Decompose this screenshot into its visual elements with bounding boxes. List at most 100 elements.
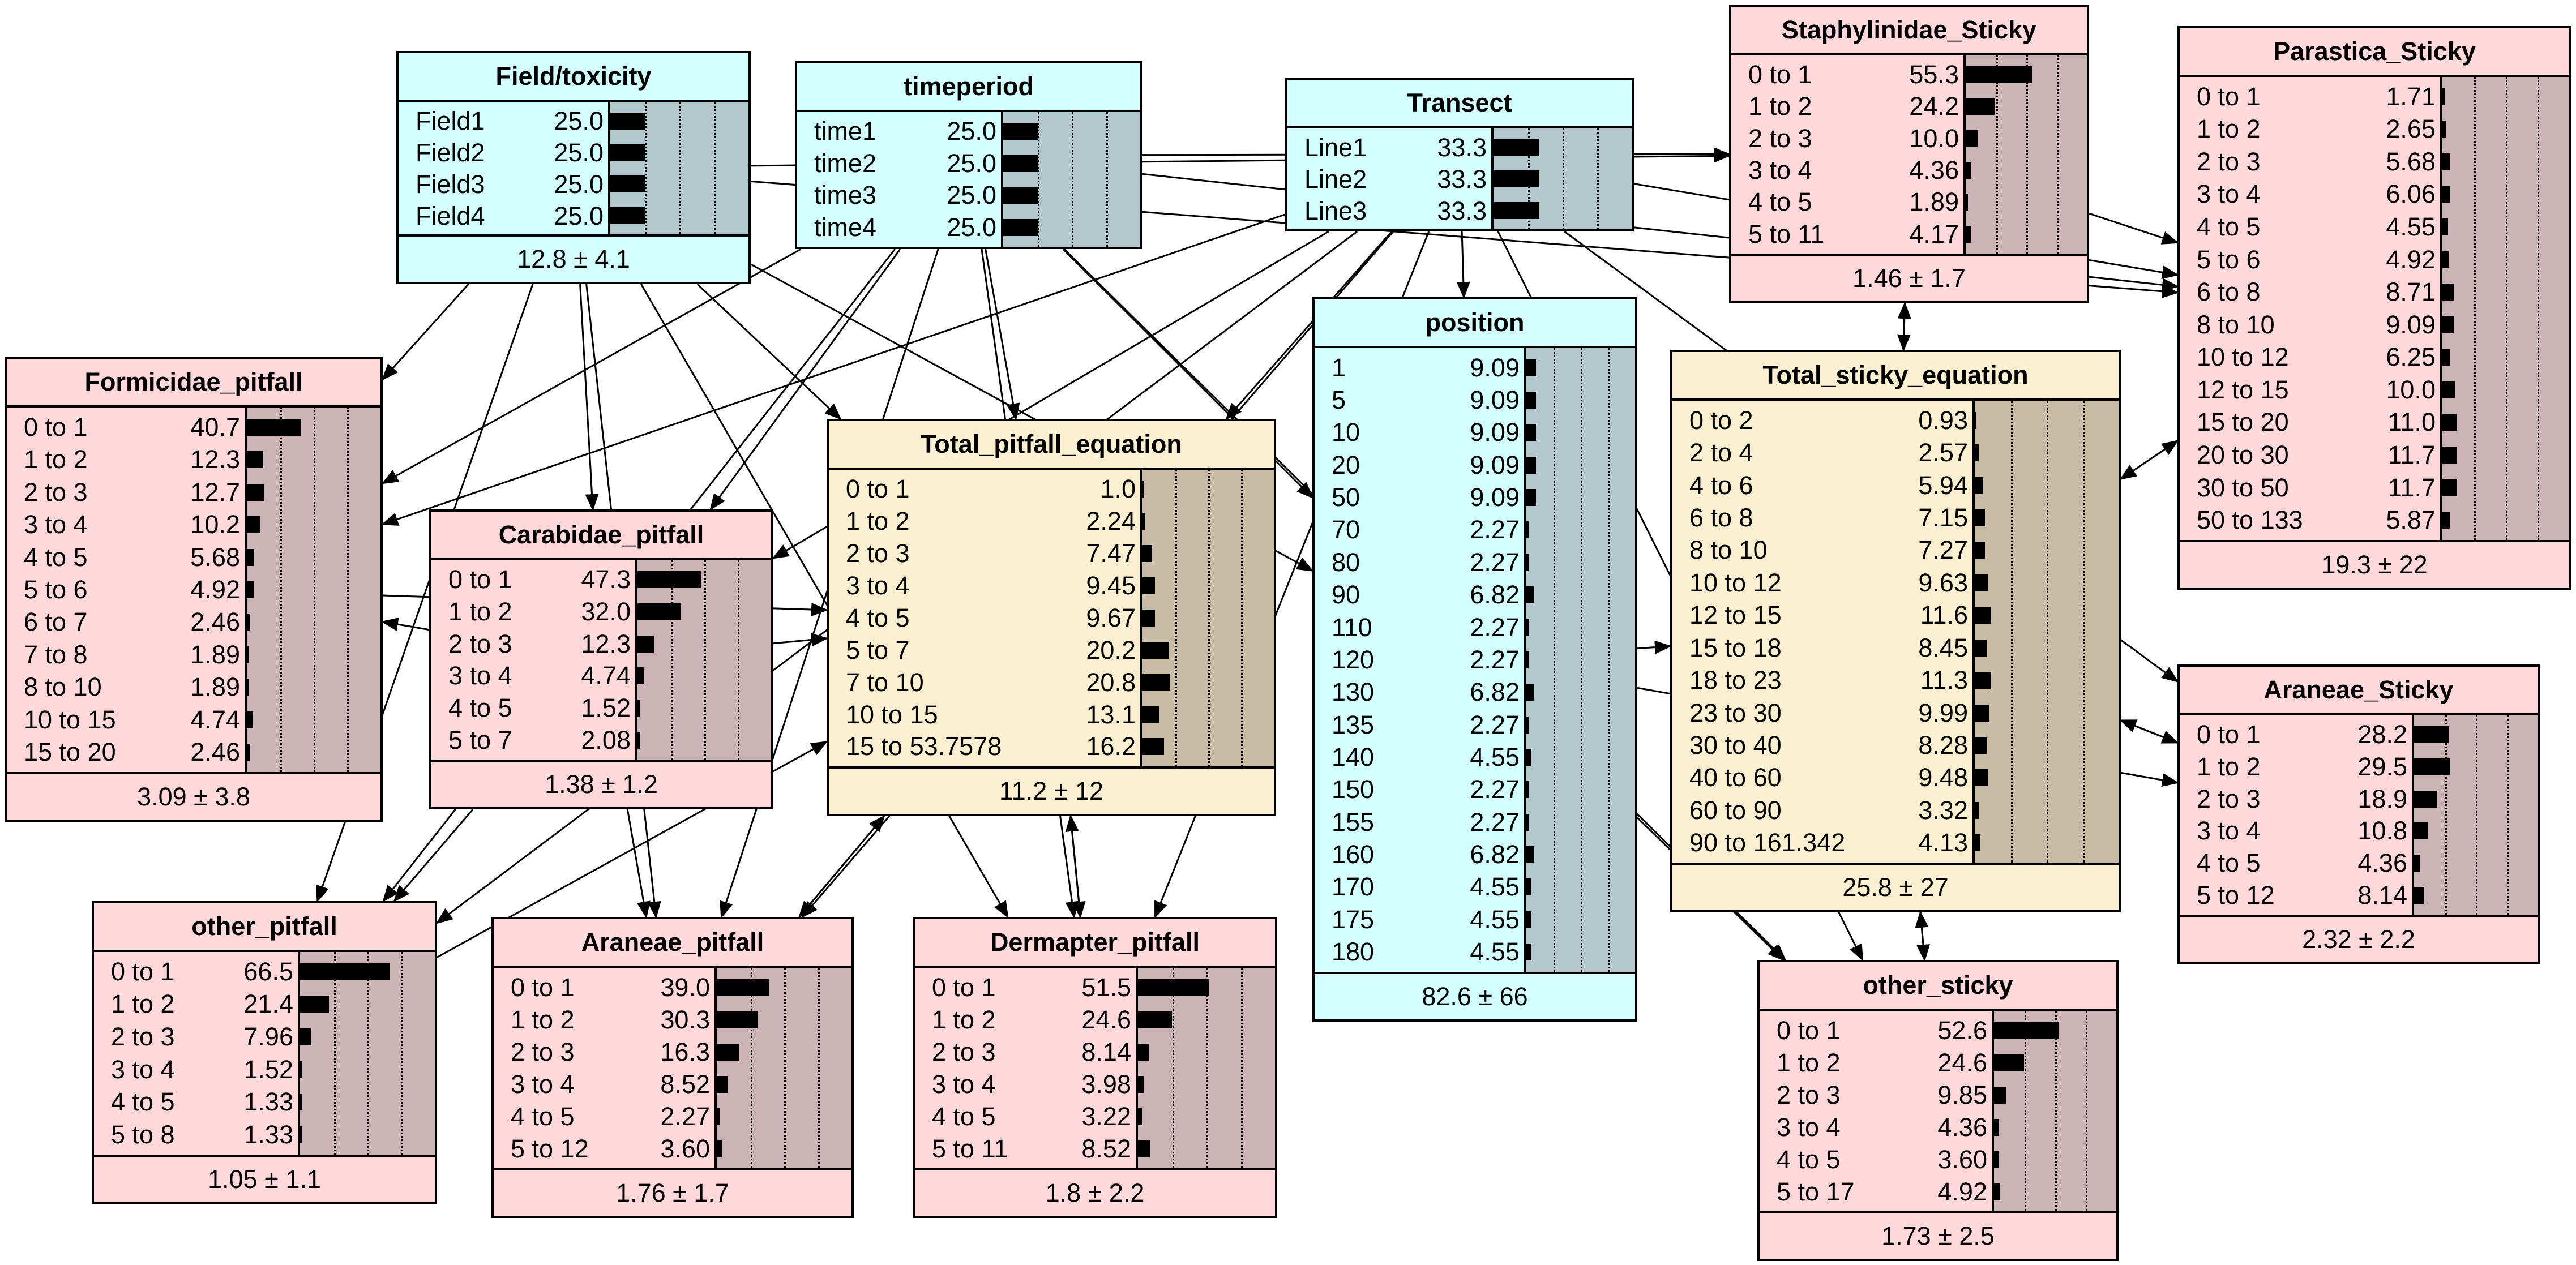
state-row[interactable]: 109.09 <box>1315 417 1524 448</box>
state-row[interactable]: 0 to 166.5 <box>94 956 298 988</box>
state-row[interactable]: 4 to 65.94 <box>1672 470 1972 501</box>
state-row[interactable]: 1404.55 <box>1315 741 1524 773</box>
state-row[interactable]: 1754.55 <box>1315 904 1524 936</box>
state-row[interactable]: 2 to 38.14 <box>915 1036 1136 1068</box>
state-row[interactable]: 1 to 224.6 <box>1760 1047 1992 1079</box>
node-staphylinidae[interactable]: Staphylinidae_Sticky0 to 155.31 to 224.2… <box>1729 5 2089 303</box>
state-row[interactable]: 0 to 11.0 <box>829 473 1140 505</box>
state-row[interactable]: 209.09 <box>1315 449 1524 481</box>
state-row[interactable]: 3 to 46.06 <box>2180 178 2440 210</box>
state-row[interactable]: 0 to 11.71 <box>2180 81 2440 113</box>
state-row[interactable]: 1 to 224.2 <box>1731 91 1963 122</box>
state-row[interactable]: 2 to 318.9 <box>2180 783 2412 815</box>
state-row[interactable]: 2 to 39.85 <box>1760 1079 1992 1111</box>
state-row[interactable]: 1 to 221.4 <box>94 988 298 1020</box>
state-row[interactable]: 0 to 128.2 <box>2180 719 2412 751</box>
node-araneaesticky[interactable]: Araneae_Sticky0 to 128.21 to 229.52 to 3… <box>2177 664 2540 964</box>
state-row[interactable]: 59.09 <box>1315 384 1524 416</box>
state-row[interactable]: 4 to 51.33 <box>94 1086 298 1118</box>
state-row[interactable]: 906.82 <box>1315 579 1524 611</box>
state-row[interactable]: 2 to 312.3 <box>431 628 635 660</box>
state-row[interactable]: 6 to 88.71 <box>2180 276 2440 308</box>
state-row[interactable]: 90 to 161.3424.13 <box>1672 827 1972 859</box>
state-row[interactable]: 1606.82 <box>1315 839 1524 871</box>
state-row[interactable]: 2 to 37.96 <box>94 1021 298 1053</box>
state-row[interactable]: 702.27 <box>1315 514 1524 546</box>
state-row[interactable]: 4 to 51.52 <box>431 692 635 724</box>
state-row[interactable]: 802.27 <box>1315 547 1524 578</box>
state-row[interactable]: 3 to 44.36 <box>1731 155 1963 186</box>
state-row[interactable]: 0 to 151.5 <box>915 972 1136 1004</box>
state-row[interactable]: 15 to 202.46 <box>7 736 245 768</box>
state-row[interactable]: 1502.27 <box>1315 774 1524 805</box>
state-row[interactable]: 0 to 139.0 <box>494 972 714 1004</box>
state-row[interactable]: 30 to 5011.7 <box>2180 472 2440 504</box>
state-row[interactable]: 2 to 37.47 <box>829 538 1140 569</box>
state-row[interactable]: 60 to 903.32 <box>1672 795 1972 826</box>
state-row[interactable]: 2 to 316.3 <box>494 1036 714 1068</box>
node-carabidae[interactable]: Carabidae_pitfall0 to 147.31 to 232.02 t… <box>429 509 773 809</box>
state-row[interactable]: 3 to 410.2 <box>7 509 245 541</box>
state-row[interactable]: 10 to 154.74 <box>7 704 245 736</box>
state-row[interactable]: 10 to 126.25 <box>2180 341 2440 373</box>
state-row[interactable]: 7 to 1020.8 <box>829 667 1140 698</box>
node-position[interactable]: position19.0959.09109.09209.09509.09702.… <box>1312 297 1637 1022</box>
state-row[interactable]: 2 to 310.0 <box>1731 123 1963 155</box>
state-row[interactable]: 4 to 52.27 <box>494 1101 714 1133</box>
node-othersticky[interactable]: other_sticky0 to 152.61 to 224.62 to 39.… <box>1757 960 2119 1261</box>
state-row[interactable]: 1 to 229.5 <box>2180 751 2412 783</box>
state-row[interactable]: 12 to 1510.0 <box>2180 374 2440 406</box>
state-row[interactable]: Field225.0 <box>399 137 608 169</box>
state-row[interactable]: 1804.55 <box>1315 936 1524 968</box>
state-row[interactable]: Line333.3 <box>1287 195 1491 227</box>
state-row[interactable]: 3 to 43.98 <box>915 1069 1136 1100</box>
state-row[interactable]: 19.09 <box>1315 352 1524 384</box>
state-row[interactable]: time425.0 <box>797 212 1001 243</box>
node-totalsticky[interactable]: Total_sticky_equation0 to 20.932 to 42.5… <box>1670 350 2121 912</box>
state-row[interactable]: 4 to 53.60 <box>1760 1144 1992 1176</box>
state-row[interactable]: 20 to 3011.7 <box>2180 439 2440 471</box>
state-row[interactable]: 1552.27 <box>1315 807 1524 838</box>
state-row[interactable]: 1306.82 <box>1315 676 1524 708</box>
state-row[interactable]: 5 to 720.2 <box>829 634 1140 666</box>
state-row[interactable]: 4 to 51.89 <box>1731 186 1963 218</box>
state-row[interactable]: 5 to 118.52 <box>915 1133 1136 1165</box>
state-row[interactable]: 0 to 155.3 <box>1731 59 1963 91</box>
state-row[interactable]: 3 to 44.74 <box>431 660 635 692</box>
state-row[interactable]: 4 to 53.22 <box>915 1101 1136 1133</box>
state-row[interactable]: 6 to 87.15 <box>1672 502 1972 534</box>
state-row[interactable]: 8 to 107.27 <box>1672 534 1972 566</box>
state-row[interactable]: 15 to 2011.0 <box>2180 406 2440 438</box>
state-row[interactable]: time325.0 <box>797 179 1001 211</box>
state-row[interactable]: 5 to 81.33 <box>94 1119 298 1151</box>
state-row[interactable]: 8 to 101.89 <box>7 671 245 703</box>
state-row[interactable]: 40 to 609.48 <box>1672 762 1972 794</box>
state-row[interactable]: 0 to 140.7 <box>7 411 245 443</box>
state-row[interactable]: 5 to 72.08 <box>431 724 635 756</box>
state-row[interactable]: 5 to 64.92 <box>2180 244 2440 276</box>
state-row[interactable]: 4 to 54.55 <box>2180 211 2440 243</box>
node-parastica[interactable]: Parastica_Sticky0 to 11.711 to 22.652 to… <box>2177 26 2571 590</box>
state-row[interactable]: 1352.27 <box>1315 709 1524 741</box>
state-row[interactable]: 3 to 44.36 <box>1760 1112 1992 1143</box>
state-row[interactable]: 15 to 188.45 <box>1672 632 1972 664</box>
state-row[interactable]: 2 to 42.57 <box>1672 437 1972 469</box>
state-row[interactable]: 23 to 309.99 <box>1672 697 1972 729</box>
state-row[interactable]: 2 to 35.68 <box>2180 146 2440 178</box>
state-row[interactable]: 1 to 22.24 <box>829 505 1140 537</box>
state-row[interactable]: 0 to 20.93 <box>1672 405 1972 436</box>
state-row[interactable]: 7 to 81.89 <box>7 639 245 671</box>
state-row[interactable]: 3 to 410.8 <box>2180 815 2412 847</box>
state-row[interactable]: 1 to 224.6 <box>915 1004 1136 1036</box>
state-row[interactable]: 0 to 147.3 <box>431 564 635 595</box>
node-transect[interactable]: TransectLine133.3Line233.3Line333.3 <box>1285 78 1634 231</box>
state-row[interactable]: 12 to 1511.6 <box>1672 599 1972 631</box>
node-otherpitfall[interactable]: other_pitfall0 to 166.51 to 221.42 to 37… <box>92 901 437 1204</box>
node-araneaepitfall[interactable]: Araneae_pitfall0 to 139.01 to 230.32 to … <box>491 917 854 1218</box>
node-totalpitfall[interactable]: Total_pitfall_equation0 to 11.01 to 22.2… <box>827 419 1276 816</box>
state-row[interactable]: Field425.0 <box>399 200 608 232</box>
state-row[interactable]: 5 to 114.17 <box>1731 218 1963 250</box>
state-row[interactable]: Line233.3 <box>1287 164 1491 195</box>
state-row[interactable]: 1202.27 <box>1315 644 1524 676</box>
state-row[interactable]: 3 to 48.52 <box>494 1069 714 1100</box>
